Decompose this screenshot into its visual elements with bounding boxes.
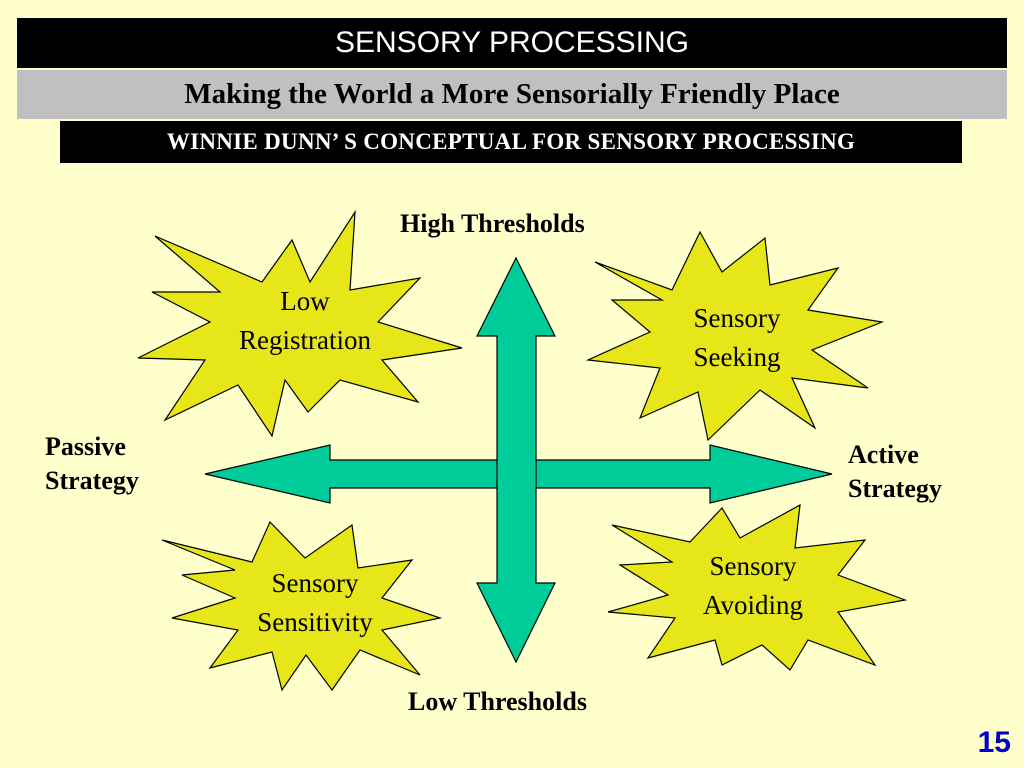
quadrant-label-sensory-avoiding: Sensory Avoiding — [673, 547, 833, 625]
burst-sensory-seeking — [585, 230, 885, 442]
quadrant-label-line2: Avoiding — [703, 590, 803, 620]
axis-label-active-line2: Strategy — [848, 474, 942, 503]
slide-page-number: 15 — [977, 726, 1011, 759]
burst-sensory-sensitivity — [161, 520, 443, 692]
concept-heading: WINNIE DUNN’ S CONCEPTUAL FOR SENSORY PR… — [60, 121, 962, 163]
quadrant-label-line1: Low — [280, 286, 330, 316]
quadrant-label-line2: Sensitivity — [257, 607, 373, 637]
quadrant-label-line1: Sensory — [709, 551, 797, 581]
axis-label-passive-strategy: Passive Strategy — [45, 430, 139, 498]
axis-label-low-thresholds: Low Thresholds — [408, 687, 587, 716]
slide-subtitle: Making the World a More Sensorially Frie… — [17, 70, 1007, 119]
arrow-crossing — [497, 460, 536, 488]
axis-label-passive-line1: Passive — [45, 432, 126, 461]
burst-sensory-avoiding — [607, 503, 908, 671]
quadrant-label-line1: Sensory — [693, 303, 781, 333]
axis-label-passive-line2: Strategy — [45, 466, 139, 495]
burst-low-registration — [137, 209, 463, 438]
axis-label-high-thresholds: High Thresholds — [400, 209, 585, 238]
quadrant-label-sensory-seeking: Sensory Seeking — [657, 299, 817, 377]
quadrant-label-line2: Seeking — [693, 342, 781, 372]
quadrant-label-low-registration: Low Registration — [205, 282, 405, 360]
quadrant-label-line1: Sensory — [271, 568, 359, 598]
axis-label-active-strategy: Active Strategy — [848, 438, 942, 506]
high-low-threshold-arrow — [476, 256, 556, 664]
slide-title: SENSORY PROCESSING — [17, 18, 1007, 68]
quadrant-label-sensory-sensitivity: Sensory Sensitivity — [225, 564, 405, 642]
axis-label-active-line1: Active — [848, 440, 919, 469]
quadrant-label-line2: Registration — [239, 325, 371, 355]
